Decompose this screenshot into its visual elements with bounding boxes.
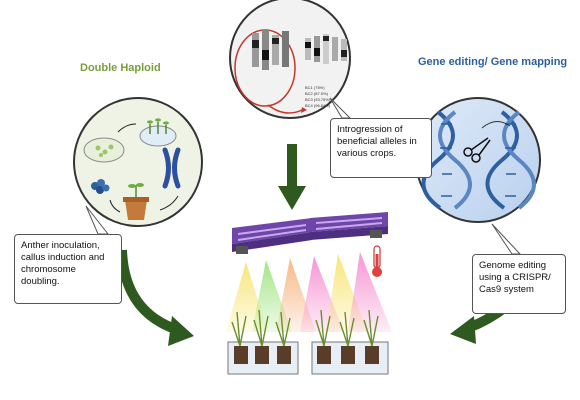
bc-label-4: BC4 (96.84%) bbox=[305, 103, 331, 108]
bc-label-2: BC2 (87.5%) bbox=[305, 91, 329, 96]
callout-top-line-1: Introgression of bbox=[337, 124, 403, 135]
arrow-down-center bbox=[278, 144, 306, 210]
bc-label-3: BC3 (93.75%) bbox=[305, 97, 331, 102]
chromosome-icon bbox=[162, 147, 181, 189]
callout-left-line-2: callus induction and bbox=[21, 252, 105, 263]
dna-helix-icon bbox=[421, 110, 536, 210]
petri-dish-icon bbox=[83, 137, 125, 163]
callus-icon bbox=[91, 179, 110, 194]
led-grow-light-icon bbox=[232, 212, 388, 254]
chromosome-bars-offspring bbox=[305, 34, 347, 64]
callout-right-line-2: using a CRISPR/ bbox=[479, 272, 551, 283]
light-beams bbox=[226, 252, 392, 332]
plantlet-dish-icon bbox=[139, 118, 177, 147]
double-haploid-title: Double Haploid bbox=[80, 62, 161, 74]
scissors-icon bbox=[463, 137, 491, 163]
double-haploid-circle bbox=[73, 97, 203, 227]
thermometer-icon bbox=[372, 245, 382, 277]
callout-anther-inoculation: Anther inoculation, callus induction and… bbox=[14, 234, 122, 304]
callout-top-line-3: various crops. bbox=[337, 148, 397, 159]
callout-right-line-3: Cas9 system bbox=[479, 284, 534, 295]
callout-right-line-1: Genome editing bbox=[479, 260, 547, 271]
gene-editing-title: Gene editing/ Gene mapping bbox=[418, 56, 568, 68]
chromosome-bars-parent bbox=[252, 30, 289, 70]
callout-introgression: Introgression of beneficial alleles in v… bbox=[330, 118, 432, 178]
bc-label-1: BC1 (75%) bbox=[305, 85, 325, 90]
gene-editing-circle bbox=[415, 97, 541, 223]
callout-genome-editing: Genome editing using a CRISPR/ Cas9 syst… bbox=[472, 254, 566, 314]
backcross-circle: BC1 (75%) BC2 (87.5%) BC3 (93.75%) BC4 (… bbox=[229, 0, 351, 119]
seedling-pot-icon bbox=[123, 183, 149, 220]
callout-left-line-1: Anther inoculation, bbox=[21, 240, 100, 251]
callout-left-line-4: doubling. bbox=[21, 276, 60, 287]
arrow-curve-left bbox=[117, 249, 194, 346]
callout-left-line-3: chromosome bbox=[21, 264, 76, 275]
callout-top-line-2: beneficial alleles in bbox=[337, 136, 417, 147]
plant-pots-icon bbox=[227, 309, 389, 375]
